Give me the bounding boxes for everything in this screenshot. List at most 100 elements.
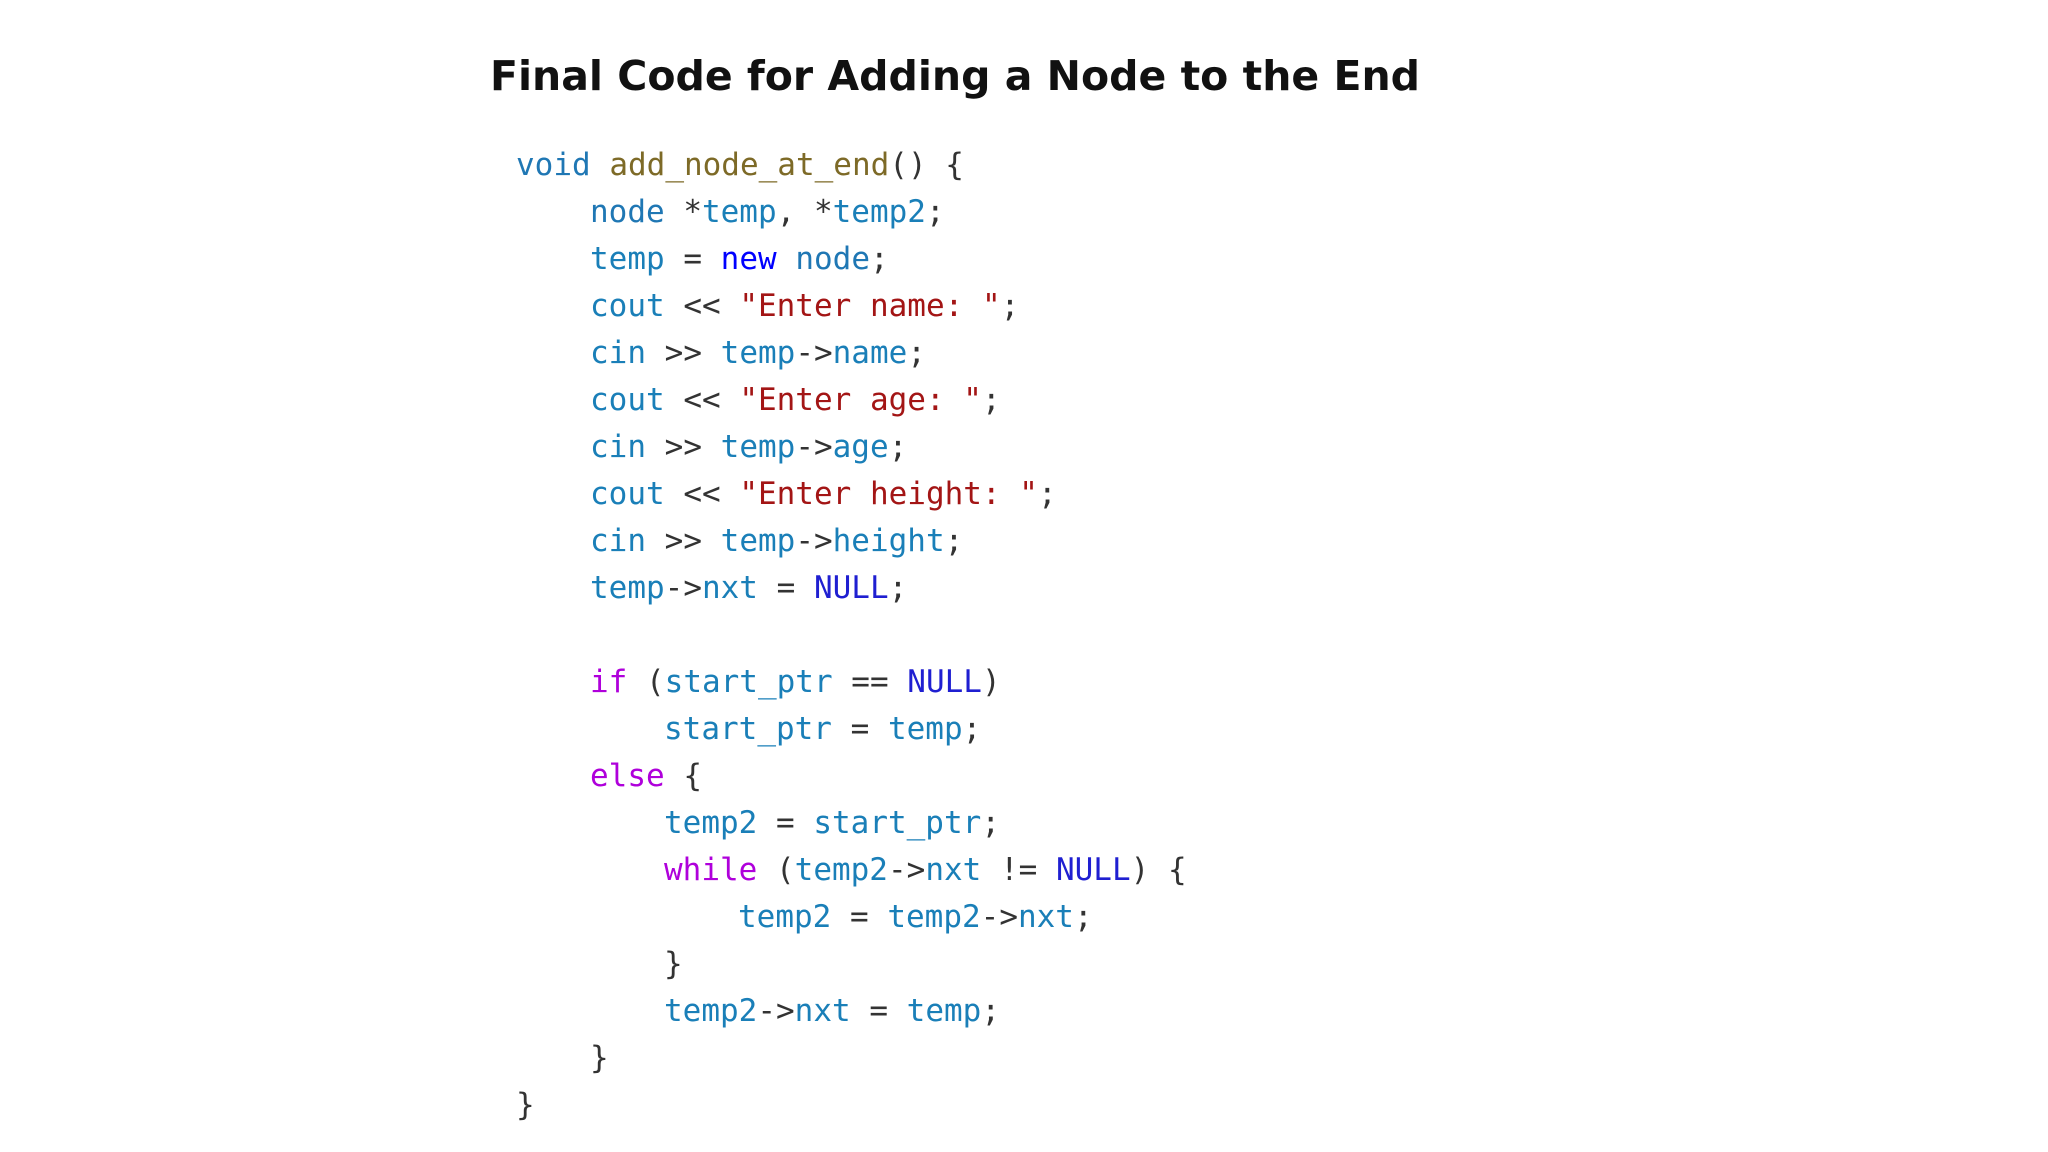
code-token: start_ptr bbox=[664, 664, 833, 700]
code-token: temp bbox=[590, 241, 665, 277]
page-title: Final Code for Adding a Node to the End bbox=[490, 52, 1421, 100]
code-token: node bbox=[590, 194, 665, 230]
code-token bbox=[591, 147, 610, 183]
code-line: cin >> temp->name; bbox=[516, 330, 1187, 377]
code-token: ; bbox=[1037, 476, 1057, 512]
code-token: = bbox=[831, 899, 888, 935]
code-line: } bbox=[516, 941, 1187, 988]
code-line bbox=[516, 612, 1187, 659]
code-token: "Enter age: " bbox=[739, 382, 982, 418]
code-token: << bbox=[664, 476, 740, 512]
code-line: node *temp, *temp2; bbox=[516, 189, 1187, 236]
code-line: cin >> temp->age; bbox=[516, 424, 1187, 471]
code-token: start_ptr bbox=[813, 805, 982, 841]
code-line: } bbox=[516, 1082, 1187, 1129]
code-token: temp bbox=[720, 523, 796, 559]
code-token: cin bbox=[590, 429, 646, 465]
code-token bbox=[777, 241, 796, 277]
code-token: = bbox=[757, 570, 814, 606]
code-line: temp->nxt = NULL; bbox=[516, 565, 1187, 612]
code-token: NULL bbox=[1055, 852, 1131, 888]
code-token: -> bbox=[664, 570, 702, 606]
code-token: ) bbox=[981, 664, 1001, 700]
code-token: << bbox=[664, 382, 740, 418]
code-line: temp2 = start_ptr; bbox=[516, 800, 1187, 847]
code-line: while (temp2->nxt != NULL) { bbox=[516, 847, 1187, 894]
code-token: ; bbox=[925, 194, 945, 230]
code-line: temp2 = temp2->nxt; bbox=[516, 894, 1187, 941]
code-line: temp = new node; bbox=[516, 236, 1187, 283]
code-token: temp2 bbox=[738, 899, 832, 935]
code-token: , * bbox=[776, 194, 833, 230]
code-line: else { bbox=[516, 753, 1187, 800]
code-line: void add_node_at_end() { bbox=[516, 142, 1187, 189]
code-token: while bbox=[664, 852, 758, 888]
code-token: "Enter height: " bbox=[739, 476, 1038, 512]
code-token: temp2 bbox=[832, 194, 926, 230]
code-token: temp bbox=[906, 993, 982, 1029]
code-token: -> bbox=[795, 523, 833, 559]
code-token: void bbox=[516, 147, 591, 183]
code-token: ; bbox=[888, 570, 908, 606]
code-line: cout << "Enter age: "; bbox=[516, 377, 1187, 424]
code-token: ; bbox=[981, 382, 1001, 418]
code-token: ; bbox=[962, 711, 982, 747]
code-line: cout << "Enter name: "; bbox=[516, 283, 1187, 330]
code-token: } bbox=[664, 946, 683, 982]
code-token: ; bbox=[1000, 288, 1020, 324]
code-token: cout bbox=[590, 288, 665, 324]
code-token: -> bbox=[795, 335, 833, 371]
code-token: NULL bbox=[813, 570, 889, 606]
code-line: temp2->nxt = temp; bbox=[516, 988, 1187, 1035]
code-token: age bbox=[832, 429, 889, 465]
code-token: ; bbox=[1073, 899, 1093, 935]
code-token: temp2 bbox=[887, 899, 981, 935]
code-token: = bbox=[850, 993, 907, 1029]
code-token: NULL bbox=[907, 664, 982, 700]
code-token: temp2 bbox=[664, 805, 758, 841]
code-token: cin bbox=[590, 335, 646, 371]
code-token: >> bbox=[646, 429, 721, 465]
code-token: ; bbox=[888, 429, 908, 465]
code-token: height bbox=[832, 523, 945, 559]
code-token: node bbox=[795, 241, 870, 277]
code-line: } bbox=[516, 1035, 1187, 1082]
code-token: start_ptr bbox=[664, 711, 832, 747]
code-token: = bbox=[831, 711, 888, 747]
code-token: if bbox=[590, 664, 628, 700]
code-token: ; bbox=[944, 523, 964, 559]
code-token: cin bbox=[590, 523, 646, 559]
code-token: temp2 bbox=[794, 852, 888, 888]
code-token: -> bbox=[757, 993, 795, 1029]
code-token: cout bbox=[590, 476, 665, 512]
code-token: temp bbox=[701, 194, 777, 230]
code-token: != bbox=[981, 852, 1056, 888]
code-line: cin >> temp->height; bbox=[516, 518, 1187, 565]
code-token: nxt bbox=[925, 852, 982, 888]
code-line: cout << "Enter height: "; bbox=[516, 471, 1187, 518]
code-token: = bbox=[757, 805, 814, 841]
code-token: temp bbox=[590, 570, 665, 606]
code-token: temp bbox=[720, 335, 796, 371]
code-token: else bbox=[590, 758, 665, 794]
code-token: } bbox=[516, 1087, 535, 1123]
code-token: nxt bbox=[701, 570, 758, 606]
code-line: if (start_ptr == NULL) bbox=[516, 659, 1187, 706]
code-token: ) { bbox=[1130, 852, 1187, 888]
code-token: temp bbox=[720, 429, 796, 465]
code-token: == bbox=[832, 664, 908, 700]
code-token: name bbox=[832, 335, 908, 371]
code-token: << bbox=[664, 288, 740, 324]
code-token: >> bbox=[646, 523, 721, 559]
code-token: cout bbox=[590, 382, 665, 418]
code-token: -> bbox=[980, 899, 1018, 935]
code-token: nxt bbox=[794, 993, 851, 1029]
code-token: add_node_at_end bbox=[609, 147, 890, 183]
code-token: { bbox=[664, 758, 702, 794]
code-line: start_ptr = temp; bbox=[516, 706, 1187, 753]
code-token: nxt bbox=[1017, 899, 1074, 935]
code-token: ; bbox=[907, 335, 926, 371]
code-token: ( bbox=[757, 852, 795, 888]
code-token: -> bbox=[887, 852, 926, 888]
